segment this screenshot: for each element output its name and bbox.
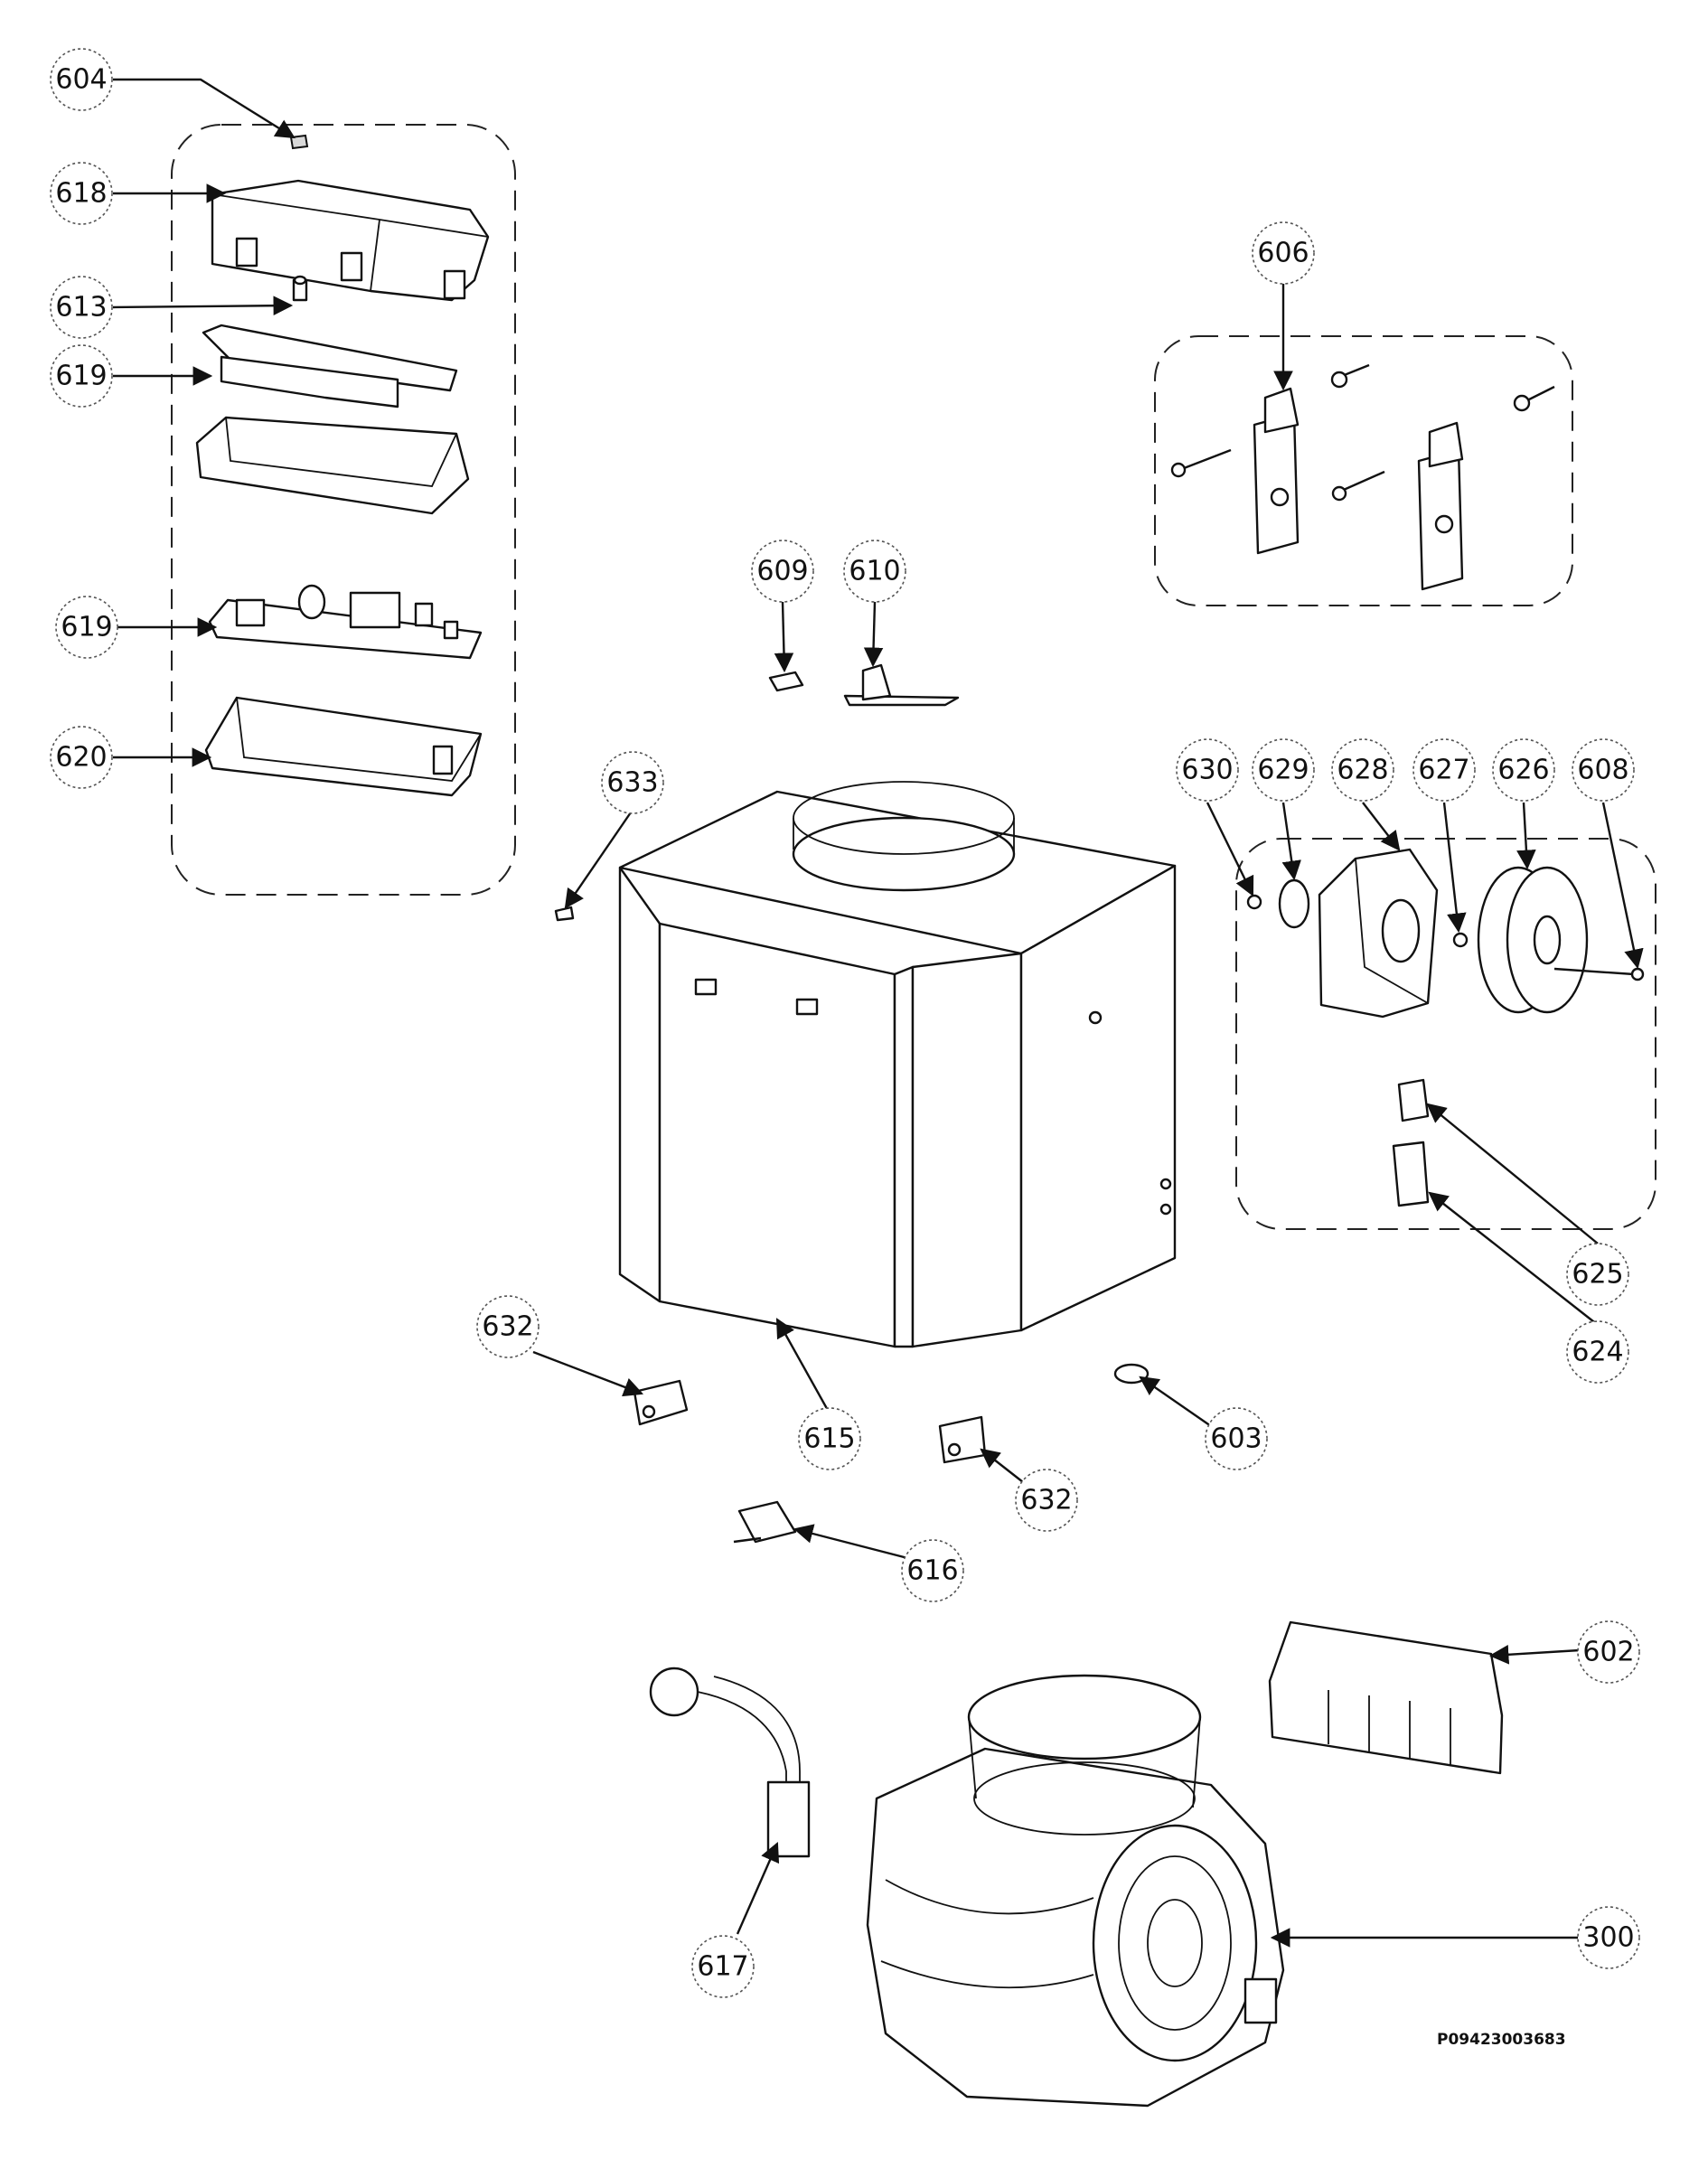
callout-626-label: 626 (1497, 755, 1549, 786)
callout-632-right: 632 (1015, 1469, 1078, 1532)
part-610-tab (843, 663, 960, 707)
document-code: P09423003683 (1437, 2031, 1566, 2049)
callout-629-label: 629 (1257, 755, 1309, 786)
callout-616: 616 (901, 1539, 964, 1602)
callout-630-label: 630 (1181, 755, 1233, 786)
callout-300-label: 300 (1582, 1922, 1634, 1954)
callout-619-lower-label: 619 (61, 612, 112, 643)
callout-609: 609 (751, 540, 814, 603)
callout-633-label: 633 (606, 767, 658, 799)
callout-618-label: 618 (55, 178, 107, 210)
part-606-brackets (1170, 363, 1555, 591)
callout-603-label: 603 (1210, 1423, 1262, 1455)
callout-618: 618 (50, 162, 113, 225)
part-627-washer (1452, 932, 1469, 948)
callout-604-label: 604 (55, 64, 107, 96)
callout-615-label: 615 (803, 1423, 855, 1455)
callout-627-label: 627 (1418, 755, 1469, 786)
callout-625-label: 625 (1572, 1259, 1623, 1291)
part-626-capacitor (1477, 866, 1589, 1014)
part-629-disc (1278, 878, 1310, 929)
callout-627: 627 (1412, 738, 1476, 802)
callout-628: 628 (1331, 738, 1394, 802)
part-615-housing (618, 781, 1177, 1348)
leader-lines (112, 78, 1644, 1948)
part-617-cable (649, 1667, 811, 1858)
callout-610-label: 610 (849, 556, 900, 587)
part-300-blower (866, 1674, 1285, 2108)
callout-609-label: 609 (756, 556, 808, 587)
part-632-clip-left (633, 1379, 689, 1426)
part-616-sensor (733, 1500, 797, 1544)
part-609-washer (768, 671, 804, 692)
callout-610: 610 (843, 540, 906, 603)
callout-608: 608 (1572, 738, 1635, 802)
part-618-cover (211, 179, 490, 302)
callout-632-right-label: 632 (1020, 1485, 1072, 1516)
electronics-group-box (171, 124, 516, 896)
callout-624-label: 624 (1572, 1337, 1623, 1368)
callout-603: 603 (1205, 1407, 1268, 1470)
callout-615: 615 (798, 1407, 861, 1470)
callout-300: 300 (1577, 1906, 1640, 1969)
callout-617-label: 617 (697, 1951, 748, 1983)
part-630-screw (1246, 894, 1262, 910)
part-628-motor (1318, 848, 1439, 1019)
callout-625: 625 (1566, 1243, 1629, 1306)
part-613-pin (292, 275, 308, 302)
callout-619-upper-label: 619 (55, 361, 107, 392)
callout-620: 620 (50, 726, 113, 789)
callout-632-left: 632 (476, 1295, 540, 1358)
callout-628-label: 628 (1337, 755, 1388, 786)
callout-602-label: 602 (1582, 1637, 1634, 1668)
callout-629: 629 (1252, 738, 1315, 802)
part-619-circuit-board (208, 584, 483, 660)
callout-613-label: 613 (55, 292, 107, 324)
part-604-clip (289, 134, 309, 150)
callout-630: 630 (1176, 738, 1239, 802)
part-633-screw (554, 906, 575, 922)
bracket-group-box (1154, 335, 1573, 606)
callout-613: 613 (50, 276, 113, 339)
part-624-connector (1392, 1141, 1430, 1207)
callout-608-label: 608 (1577, 755, 1628, 786)
callout-620-label: 620 (55, 742, 107, 774)
motor-kit-group-box (1235, 838, 1656, 1230)
part-620-board-housing (204, 696, 483, 797)
callout-633: 633 (601, 751, 664, 814)
callout-617: 617 (691, 1935, 755, 1998)
part-619-board-tray (195, 324, 470, 515)
callout-632-left-label: 632 (482, 1311, 533, 1343)
callout-616-label: 616 (906, 1555, 958, 1587)
part-632-clip-right (938, 1415, 987, 1464)
part-602-plate (1268, 1620, 1504, 1775)
callout-619-upper: 619 (50, 344, 113, 408)
callout-604: 604 (50, 48, 113, 111)
part-625-connector (1397, 1078, 1430, 1122)
callout-624: 624 (1566, 1320, 1629, 1384)
callout-602: 602 (1577, 1620, 1640, 1684)
callout-606-label: 606 (1257, 238, 1309, 269)
part-608-pin (1553, 967, 1645, 981)
callout-619-lower: 619 (55, 596, 118, 659)
callout-606: 606 (1252, 221, 1315, 285)
callout-626: 626 (1492, 738, 1555, 802)
